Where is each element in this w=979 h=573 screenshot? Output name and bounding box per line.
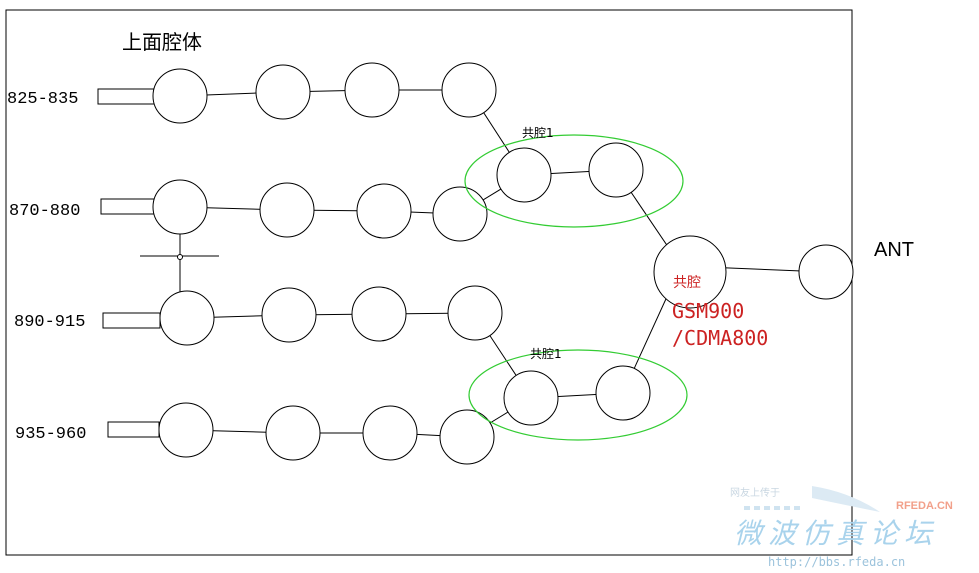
resonator	[152, 179, 208, 235]
band-label-3: 890-915	[14, 313, 85, 332]
resonator	[447, 285, 503, 341]
resonator	[158, 402, 214, 458]
diagram-title: 上面腔体	[122, 30, 202, 54]
band-label-2: 870-880	[9, 202, 80, 221]
resonator	[595, 365, 651, 421]
resonator	[351, 286, 407, 342]
common-cavity-line2: /CDMA800	[672, 326, 768, 350]
cavity-group-top-label: 共腔1	[522, 125, 554, 140]
watermark-brand: RFEDA.CN	[896, 500, 953, 512]
resonator	[259, 182, 315, 238]
cavity-group-bottom-ellipse	[468, 349, 688, 441]
resonator	[261, 287, 317, 343]
input-port-2	[100, 198, 155, 215]
diagram-frame	[5, 9, 853, 556]
input-port-3	[102, 312, 161, 329]
resonator	[441, 62, 497, 118]
antenna-label: ANT	[874, 239, 914, 261]
resonator	[152, 68, 208, 124]
resonator	[159, 290, 215, 346]
band-label-1: 825-835	[7, 90, 78, 109]
watermark-url: http://bbs.rfeda.cn	[768, 555, 905, 569]
resonators	[152, 62, 854, 465]
cavity-group-bottom-label: 共腔1	[530, 346, 562, 361]
resonator	[265, 405, 321, 461]
resonator	[588, 142, 644, 198]
resonator	[362, 405, 418, 461]
common-cavity-label: 共腔	[673, 275, 701, 291]
watermark-dots	[744, 506, 800, 510]
common-resonator	[653, 235, 727, 309]
watermark-wing-shape	[812, 486, 880, 512]
resonator	[503, 370, 559, 426]
cavity-group-top-ellipse	[464, 134, 684, 228]
resonator	[439, 409, 495, 465]
watermark-main: 微波仿真论坛	[734, 517, 938, 550]
antenna-resonator	[798, 244, 854, 300]
resonator	[356, 183, 412, 239]
input-port-4	[107, 421, 160, 438]
resonator	[255, 64, 311, 120]
cross-coupling-node	[177, 254, 183, 260]
resonator	[344, 62, 400, 118]
band-label-4: 935-960	[15, 425, 86, 444]
resonator	[496, 147, 552, 203]
watermark-uploader: 网友上传于	[730, 486, 780, 499]
input-port-1	[97, 88, 155, 105]
resonator	[432, 186, 488, 242]
common-cavity-line1: GSM900	[672, 299, 744, 323]
watermark: 网友上传于 RFEDA.CN 微波仿真论坛 http://bbs.rfeda.c…	[730, 486, 953, 569]
